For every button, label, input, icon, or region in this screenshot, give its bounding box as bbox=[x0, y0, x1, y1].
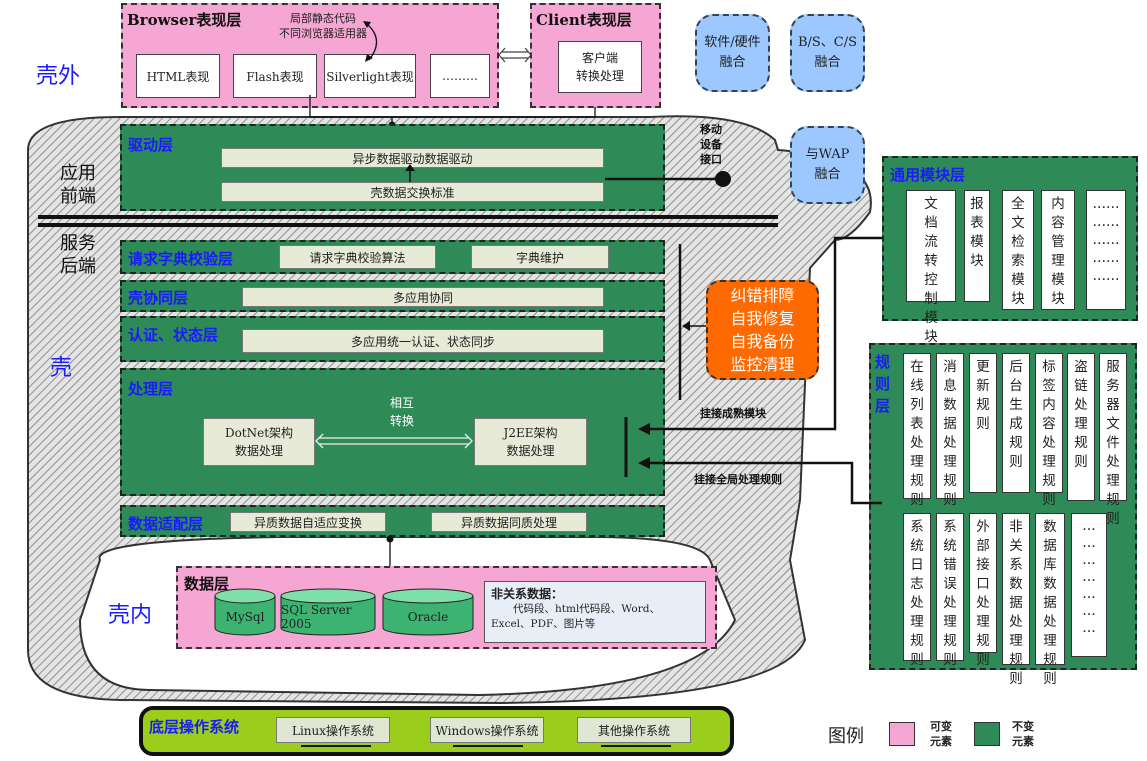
rule-nonrel-data: 非关系数据处理规则 bbox=[1002, 513, 1030, 687]
legend-invariant-swatch bbox=[974, 722, 1000, 746]
browser-curved-arrow bbox=[363, 21, 378, 62]
general-module-layer: 通用模块层 文档流转控制模块 报表模块 全文检索模块 内容管理模块 …… …… … bbox=[882, 156, 1138, 345]
os-windows: Windows操作系统 bbox=[430, 717, 544, 743]
rule-hotlink: 盗链处理规则 bbox=[1067, 353, 1095, 501]
general-module-title: 通用模块层 bbox=[890, 166, 966, 184]
general-item-more: …… …… …… …… …… bbox=[1086, 190, 1126, 310]
db-cylinders bbox=[214, 588, 474, 636]
client-item: 客户端 转换处理 bbox=[558, 41, 642, 93]
process-mutual-arrow bbox=[315, 433, 473, 449]
adapter-transform: 异质数据自适应变换 bbox=[230, 512, 386, 532]
collab-layer-title: 壳协同层 bbox=[128, 289, 189, 307]
general-item-fulltext: 全文检索模块 bbox=[1002, 190, 1034, 310]
cloud-wap: 与WAP 融合 bbox=[790, 126, 865, 204]
backend-label: 服务 后端 bbox=[60, 233, 96, 277]
browser-item-more: ……… bbox=[430, 54, 490, 98]
cloud-bs-cs: B/S、C/S 融合 bbox=[790, 14, 865, 92]
drive-up-arrow bbox=[405, 164, 415, 182]
drive-layer-title: 驱动层 bbox=[128, 136, 174, 154]
inner-label: 壳内 bbox=[108, 603, 153, 628]
data-layer-title: 数据层 bbox=[184, 575, 230, 593]
general-item-report: 报表模块 bbox=[964, 190, 990, 302]
rule-more: … … … … … … … bbox=[1071, 513, 1107, 657]
rule-update: 更新规则 bbox=[969, 353, 997, 493]
os-linux: Linux操作系统 bbox=[276, 717, 390, 743]
collab-bar: 多应用协同 bbox=[242, 287, 604, 307]
dict-check-algorithm: 请求字典校验算法 bbox=[279, 245, 436, 269]
rules-layer: 规 则 层 在线列表处理规则 消息数据处理规则 更新规则 后台生成规则 标签内容… bbox=[869, 343, 1137, 687]
db-sqlserver-label: SQL Server 2005 bbox=[281, 603, 352, 631]
os-linux-underline bbox=[301, 745, 371, 747]
os-layer: 底层操作系统 Linux操作系统 Windows操作系统 其他操作系统 bbox=[139, 706, 734, 756]
rule-system-log: 系统日志处理规则 bbox=[903, 513, 931, 668]
legend-variable-label: 可变 元素 bbox=[930, 720, 952, 748]
drive-layer: 驱动层 异步数据驱动数据驱动 壳数据交换标准 bbox=[120, 124, 665, 211]
mature-module-label: 挂接成熟模块 bbox=[700, 407, 766, 420]
dict-check-layer: 请求字典校验层 请求字典校验算法 字典维护 bbox=[120, 240, 665, 274]
browser-item-silverlight: Silverlight表现 bbox=[324, 54, 416, 98]
adapter-layer-title: 数据适配层 bbox=[128, 515, 204, 533]
adapter-layer: 数据适配层 异质数据自适应变换 异质数据同质处理 bbox=[120, 505, 665, 537]
auth-layer: 认证、状态层 多应用统一认证、状态同步 bbox=[120, 316, 665, 362]
db-oracle-shape bbox=[382, 588, 474, 636]
nonrel-text: 代码段、html代码段、Word、Excel、PDF、图片等 bbox=[491, 603, 660, 630]
nonrel-title: 非关系数据： bbox=[491, 587, 564, 601]
process-layer-title: 处理层 bbox=[128, 380, 174, 398]
divider-line-bottom bbox=[38, 223, 778, 227]
rules-layer-title: 规 则 层 bbox=[875, 353, 891, 415]
os-layer-title: 底层操作系统 bbox=[149, 718, 240, 736]
frontend-label: 应用 前端 bbox=[60, 163, 96, 207]
client-layer: Client表现层 客户端 转换处理 bbox=[530, 3, 661, 108]
legend-title: 图例 bbox=[828, 726, 864, 747]
mobile-interface-label: 移动 设备 接口 bbox=[700, 123, 722, 166]
browser-item-html: HTML表现 bbox=[136, 54, 220, 98]
browser-client-arrow bbox=[498, 47, 532, 63]
outer-label: 壳外 bbox=[36, 64, 81, 89]
os-other-underline bbox=[601, 745, 671, 747]
auth-bar: 多应用统一认证、状态同步 bbox=[242, 329, 604, 353]
process-layer: 处理层 相互 转换 DotNet架构 数据处理 J2EE架构 数据处理 bbox=[120, 368, 665, 496]
self-heal-box: 纠错排障 自我修复 自我备份 监控清理 bbox=[706, 280, 819, 380]
process-mutual-label: 相互 转换 bbox=[389, 396, 414, 428]
rule-system-error: 系统错误处理规则 bbox=[936, 513, 964, 668]
db-mysql-label: MySql bbox=[225, 610, 265, 624]
divider-line-top bbox=[38, 215, 778, 219]
rule-server-file: 服务器文件处理规则 bbox=[1099, 353, 1127, 527]
browser-layer-title: Browser表现层 bbox=[127, 11, 242, 29]
rule-external-interface: 外部接口处理规则 bbox=[969, 513, 997, 668]
os-windows-underline bbox=[453, 745, 523, 747]
process-dotnet: DotNet架构 数据处理 bbox=[203, 418, 315, 466]
global-rule-label: 挂接全局处理规则 bbox=[694, 473, 782, 486]
browser-item-flash: Flash表现 bbox=[233, 54, 317, 98]
db-mysql-shape bbox=[214, 588, 276, 636]
collab-layer: 壳协同层 多应用协同 bbox=[120, 280, 665, 312]
rule-db-data: 数据库数据处理规则 bbox=[1035, 513, 1065, 687]
legend-variable-swatch bbox=[889, 722, 915, 746]
drive-bar-standard: 壳数据交换标准 bbox=[221, 182, 604, 202]
self-heal-connector bbox=[678, 244, 706, 400]
rule-backend-gen: 后台生成规则 bbox=[1002, 353, 1030, 493]
dict-check-title: 请求字典校验层 bbox=[128, 250, 234, 268]
dict-maintenance: 字典维护 bbox=[471, 245, 609, 269]
legend-invariant-label: 不变 元素 bbox=[1012, 720, 1034, 748]
general-item-workflow: 文档流转控制模块 bbox=[906, 190, 956, 345]
process-j2ee: J2EE架构 数据处理 bbox=[474, 418, 587, 466]
nonrel-box: 非关系数据： 代码段、html代码段、Word、Excel、PDF、图片等 bbox=[484, 581, 706, 643]
db-oracle-label: Oracle bbox=[407, 610, 449, 624]
auth-layer-title: 认证、状态层 bbox=[128, 326, 219, 344]
browser-layer: Browser表现层 局部静态代码 不同浏览器适用器 HTML表现 Flash表… bbox=[121, 3, 499, 108]
module-rule-connectors bbox=[624, 236, 882, 505]
adapter-homogenize: 异质数据同质处理 bbox=[431, 512, 587, 532]
db-sqlserver-shape bbox=[280, 588, 376, 636]
browser-note: 局部静态代码 不同浏览器适用器 bbox=[279, 12, 367, 40]
rule-online-list: 在线列表处理规则 bbox=[903, 353, 931, 508]
os-other: 其他操作系统 bbox=[577, 717, 691, 743]
general-item-cms: 内容管理模块 bbox=[1041, 190, 1075, 310]
shell-label: 壳 bbox=[50, 356, 73, 381]
client-layer-title: Client表现层 bbox=[536, 11, 632, 29]
cloud-software-hardware: 软件/硬件 融合 bbox=[695, 14, 770, 92]
mobile-connector bbox=[605, 171, 731, 187]
rule-tag-content: 标签内容处理规则 bbox=[1035, 353, 1063, 508]
rule-message-data: 消息数据处理规则 bbox=[936, 353, 964, 508]
